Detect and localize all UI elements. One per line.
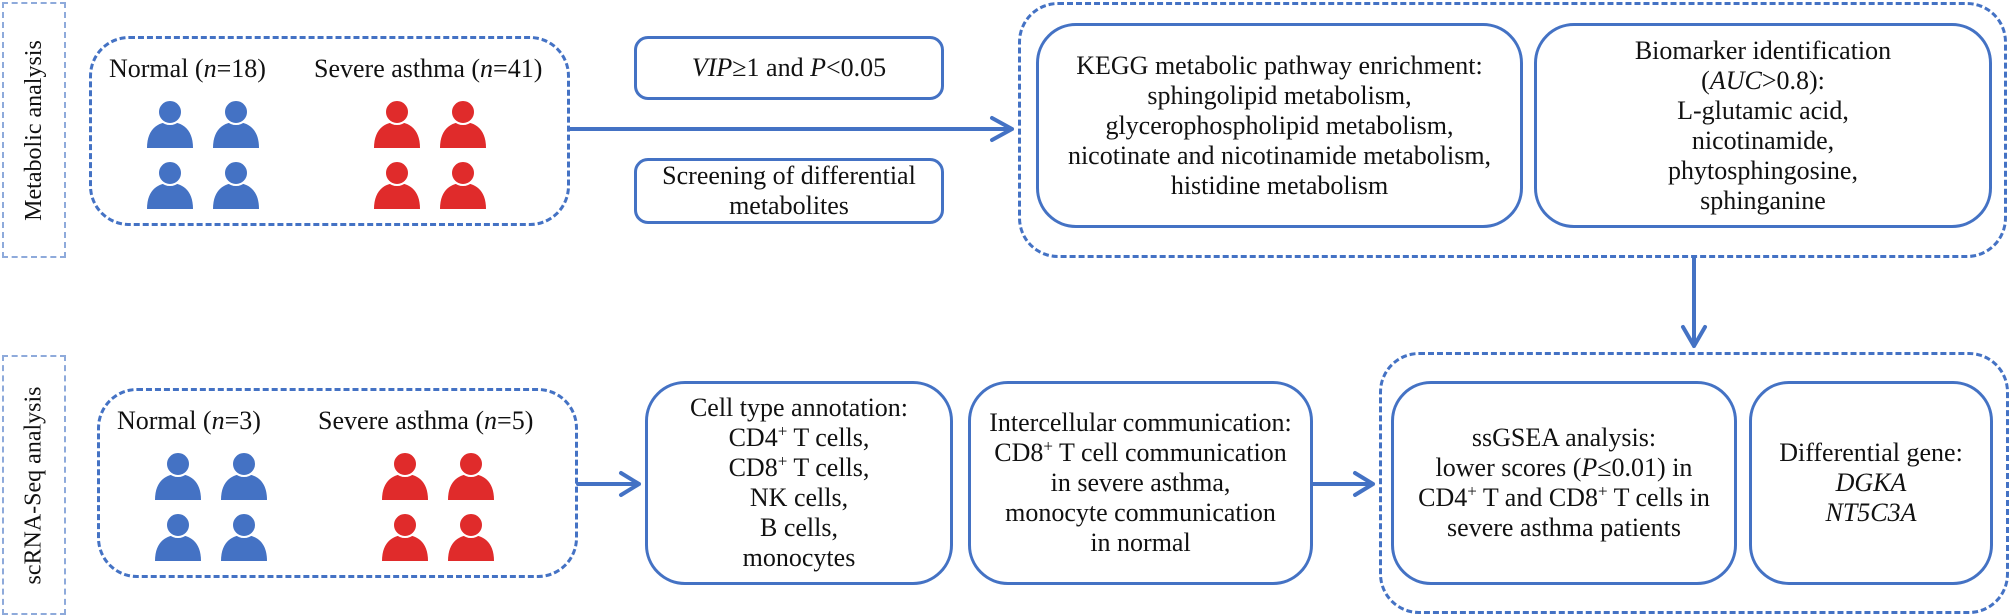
metabolic-side-label: Metabolic analysis [2,2,66,258]
arrow-intercell-to-ssgsea [1311,471,1375,497]
person-icon [440,99,486,148]
person-icon [147,160,193,209]
person-icon [374,160,420,209]
criteria-box: VIP≥1 and P<0.05 [634,36,944,100]
arrow-cohort-to-celltype [576,471,641,497]
person-icon [213,160,259,209]
person-icon [382,451,428,500]
person-icon [221,512,267,561]
scrna-asthma-label: Severe asthma (n=5) [318,406,534,435]
person-icon [221,451,267,500]
arrow-cohort-to-results [568,116,1014,142]
person-icon [448,512,494,561]
person-icon [448,451,494,500]
metabolic-results-group [1018,2,2007,258]
scrna-normal-label: Normal (n=3) [117,406,261,435]
intercell-box: Intercellular communication: CD8+ T cell… [968,381,1313,585]
scrna-results-group [1379,352,2009,614]
person-icon [374,99,420,148]
kegg-box: KEGG metabolic pathway enrichment: sphin… [1036,23,1523,228]
person-icon [155,451,201,500]
metabolic-asthma-people [372,98,488,214]
ssgsea-box: ssGSEA analysis: lower scores (P≤0.01) i… [1391,381,1737,585]
person-icon [155,512,201,561]
person-icon [213,99,259,148]
metabolic-asthma-label: Severe asthma (n=41) [314,54,543,83]
celltype-box: Cell type annotation: CD4+ T cells, CD8+… [645,381,953,585]
metabolic-normal-people [145,98,261,214]
metabolic-normal-label: Normal (n=18) [109,54,266,83]
arrow-results-to-scrna [1681,256,1707,348]
metabolic-cohort-group [89,36,570,226]
person-icon [147,99,193,148]
screening-box: Screening of differential metabolites [634,158,944,224]
biomarker-box: Biomarker identification (AUC>0.8): L-gl… [1534,23,1992,228]
person-icon [382,512,428,561]
person-icon [440,160,486,209]
scrna-side-label: scRNA-Seq analysis [2,355,66,615]
scrna-asthma-people [380,450,496,566]
scrna-normal-people [153,450,269,566]
diffgene-box: Differential gene: DGKA NT5C3A [1749,381,1993,585]
